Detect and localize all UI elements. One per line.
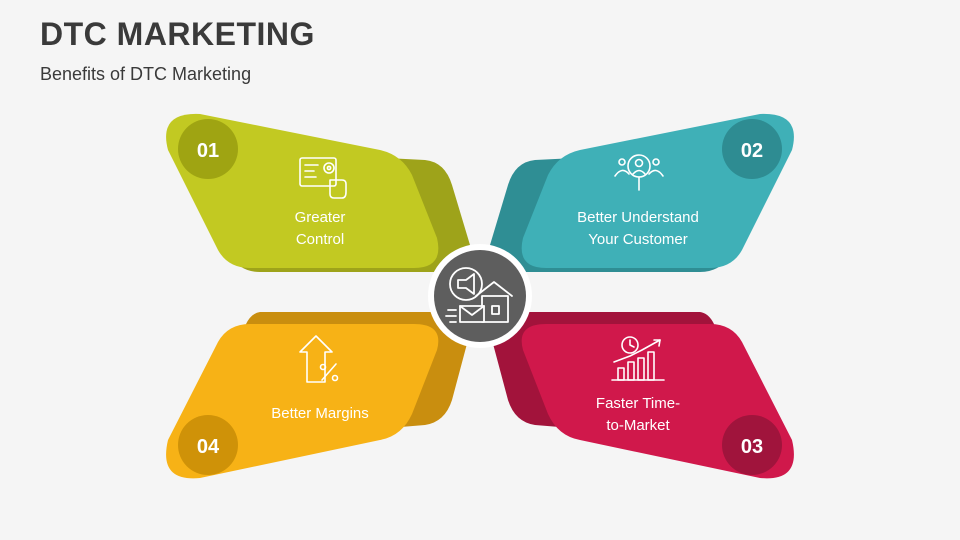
page-title: DTC MARKETING xyxy=(40,16,315,52)
center-hub-circle xyxy=(434,250,526,342)
margin-percent-icon xyxy=(299,335,339,383)
card-faster-time-to-market: 03 Faster Time- to-Market xyxy=(490,312,794,479)
badge-01 xyxy=(178,119,238,179)
page-subtitle: Benefits of DTC Marketing xyxy=(40,64,252,84)
badge-01-number: 01 xyxy=(197,140,219,162)
growth-chart-icon xyxy=(611,336,665,381)
badge-02 xyxy=(722,119,782,179)
dtc-marketing-icon xyxy=(445,267,513,323)
card-02-label-line2: Your Customer xyxy=(588,231,688,248)
card-better-understand: 02 Better Understand Your Customer xyxy=(489,113,794,272)
badge-03-number: 03 xyxy=(741,436,763,458)
badge-03 xyxy=(722,415,782,475)
center-hub xyxy=(428,244,532,348)
card-01-label-line2: Control xyxy=(296,231,344,248)
card-03-label-line1: Faster Time- xyxy=(596,395,680,412)
control-panel-icon xyxy=(299,157,347,199)
badge-04-number: 04 xyxy=(197,436,220,458)
card-03-label-line2: to-Market xyxy=(606,417,670,434)
card-greater-control: 01 Greater Control xyxy=(166,113,471,272)
customer-insight-icon xyxy=(614,154,664,191)
card-02-label-line1: Better Understand xyxy=(577,209,699,226)
card-01-label-line1: Greater xyxy=(295,209,346,226)
card-04-label-line1: Better Margins xyxy=(271,405,369,422)
card-better-margins: 04 Better Margins xyxy=(166,312,470,479)
badge-02-number: 02 xyxy=(741,140,763,162)
badge-04 xyxy=(178,415,238,475)
